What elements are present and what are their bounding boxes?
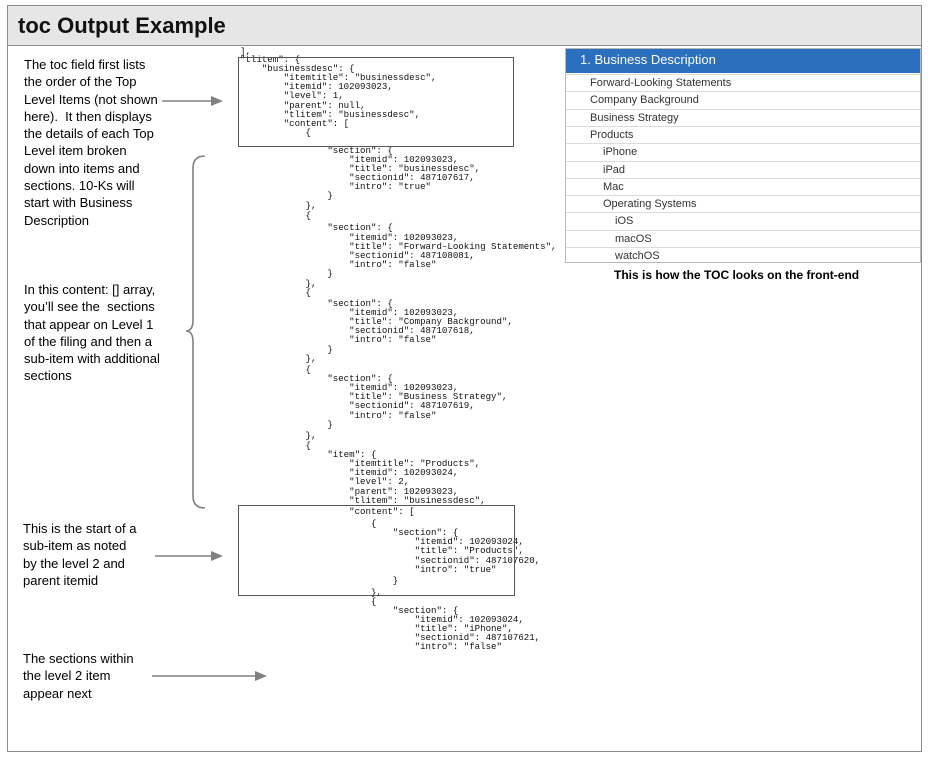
code-line: "itemid": 102093023, [240,382,459,393]
code-line: "parent": null, [240,100,366,111]
code-line: } [240,344,333,355]
code-line: { [240,364,311,375]
code-line: } [240,190,333,201]
arrowhead-subitem [211,551,223,561]
code-line: "intro": "false" [240,259,437,270]
code-line: "itemtitle": "businessdesc", [240,72,437,83]
code-line: "section": { [240,298,393,309]
code-line: "itemid": 102093023, [240,81,393,92]
code-line: "title": "Business Strategy", [240,391,508,402]
toc-item-company-background[interactable]: Company Background [566,91,920,108]
toc-item-business-strategy[interactable]: Business Strategy [566,108,920,126]
code-line: "section": { [240,373,393,384]
toc-item-iphone[interactable]: iPhone [566,143,920,160]
code-line: ], [240,46,251,57]
code-line: }, [240,353,317,364]
code-line: "sectionid": 487107620, [240,555,541,566]
note-intro: The toc field first lists the order of t… [24,57,158,228]
code-line: "item": { [240,449,377,460]
code-line: "title": "iPhone", [240,623,513,634]
toc-item-macos[interactable]: macOS [566,229,920,247]
tlitem-highlight-box [238,57,514,147]
toc-header[interactable]: 1. Business Description [566,49,920,73]
code-line: { [240,210,311,221]
code-line: "itemtitle": "Products", [240,458,481,469]
arrowhead-intro [211,96,223,106]
code-line: "itemid": 102093023, [240,154,459,165]
code-line: "itemid": 102093024, [240,614,524,625]
code-line: "sectionid": 487107617, [240,172,475,183]
code-line: "itemid": 102093023, [240,307,459,318]
toc-preview-panel: 1. Business Description Forward-Looking … [565,48,921,263]
toc-item-forward-looking-statements[interactable]: Forward-Looking Statements [566,74,920,91]
code-line: { [240,287,311,298]
code-line: "sectionid": 487107621, [240,632,541,643]
code-line: }, [240,430,317,441]
code-line: { [240,440,311,451]
document-frame [7,5,922,752]
code-line: "sectionid": 487107618, [240,325,475,336]
code-line: "level": 2, [240,476,410,487]
toc-item-products[interactable]: Products [566,125,920,143]
subitem-highlight-box [238,505,515,596]
note-level2-sections: The sections within the level 2 item app… [23,651,134,701]
code-line: "itemid": 102093024, [240,536,524,547]
code-line: }, [240,278,317,289]
toc-item-ipad[interactable]: iPad [566,160,920,178]
code-line: "intro": "false" [240,334,437,345]
code-line: { [240,518,377,529]
arrowhead-sections [255,671,267,681]
code-line: "intro": "false" [240,410,437,421]
code-line: "tlitem": "businessdesc", [240,109,421,120]
toc-item-watchos[interactable]: watchOS [566,247,920,264]
code-line: "section": { [240,605,459,616]
toc-item-operating-systems[interactable]: Operating Systems [566,195,920,212]
code-line: "intro": "true" [240,181,431,192]
code-line: "title": "businessdesc", [240,163,481,174]
code-line: "sectionid": 487107619, [240,400,475,411]
code-line: "tlitem": "businessdesc", [240,495,486,506]
code-line: "itemid": 102093023, [240,232,459,243]
code-line: { [240,596,377,607]
code-line: } [240,575,399,586]
code-line: "section": { [240,527,459,538]
code-line: "title": "Company Background", [240,316,513,327]
note-content-array: In this content: [] array, you’ll see th… [24,282,160,384]
code-line: }, [240,200,317,211]
code-line: "intro": "false" [240,641,502,652]
code-line: "tlitem": { [240,54,301,65]
code-line: "itemid": 102093024, [240,467,459,478]
code-line: } [240,268,333,279]
code-line: "businessdesc": { [240,63,355,74]
code-line: }, [240,587,382,598]
code-line: } [240,419,333,430]
note-subitem: This is the start of a sub-item as noted… [23,521,137,588]
code-line: "section": { [240,222,393,233]
code-line: "parent": 102093023, [240,486,459,497]
code-line: "title": "Forward-Looking Statements", [240,241,557,252]
page-title: toc Output Example [18,13,226,38]
code-line: "level": 1, [240,90,344,101]
code-line: "content": [ [240,506,415,517]
code-line: "section": { [240,145,393,156]
title-bar: toc Output Example [8,6,921,46]
content-bracket [185,155,206,509]
toc-item-mac[interactable]: Mac [566,177,920,195]
toc-item-ios[interactable]: iOS [566,212,920,229]
toc-caption: This is how the TOC looks on the front-e… [614,268,860,282]
code-line: "intro": "true" [240,564,497,575]
code-line: { [240,127,311,138]
code-line: "sectionid": 487108081, [240,250,475,261]
code-line: "content": [ [240,118,350,129]
code-line: "title": "Products", [240,545,524,556]
